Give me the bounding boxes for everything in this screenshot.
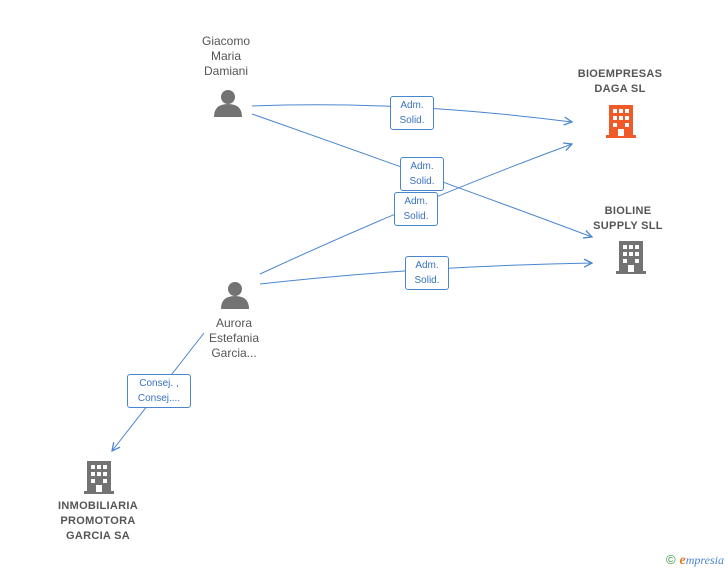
company-label-bioline[interactable]: BIOLINE SUPPLY SLL <box>593 205 663 232</box>
edge-label-aurora-inmobiliaria[interactable]: Consej. , Consej.... <box>127 374 191 408</box>
edge-label-giacomo-bioline[interactable]: Adm. Solid. <box>400 157 444 191</box>
edge-label-aurora-bioline[interactable]: Adm. Solid. <box>405 256 449 290</box>
company-label-bioempresas[interactable]: BIOEMPRESAS DAGA SL <box>577 68 663 95</box>
building-icon[interactable] <box>616 241 646 274</box>
person-icon[interactable] <box>214 90 242 117</box>
building-icon[interactable] <box>84 461 114 494</box>
company-label-inmobiliaria[interactable]: INMOBILIARIA PROMOTORA GARCIA SA <box>58 500 138 542</box>
brand-footer[interactable]: ©empresia <box>666 552 724 569</box>
person-label-aurora[interactable]: Aurora Estefania Garcia... <box>208 316 260 360</box>
brand-initial: e <box>679 553 686 568</box>
edge-label-aurora-bioempresas[interactable]: Adm. Solid. <box>394 192 438 226</box>
copyright-icon: © <box>665 552 676 567</box>
brand-name: mpresia <box>685 553 724 567</box>
edge-label-giacomo-bioempresas[interactable]: Adm. Solid. <box>390 96 434 130</box>
person-icon[interactable] <box>221 282 249 309</box>
building-icon[interactable] <box>606 105 636 138</box>
person-label-giacomo[interactable]: Giacomo Maria Damiani <box>201 34 251 78</box>
